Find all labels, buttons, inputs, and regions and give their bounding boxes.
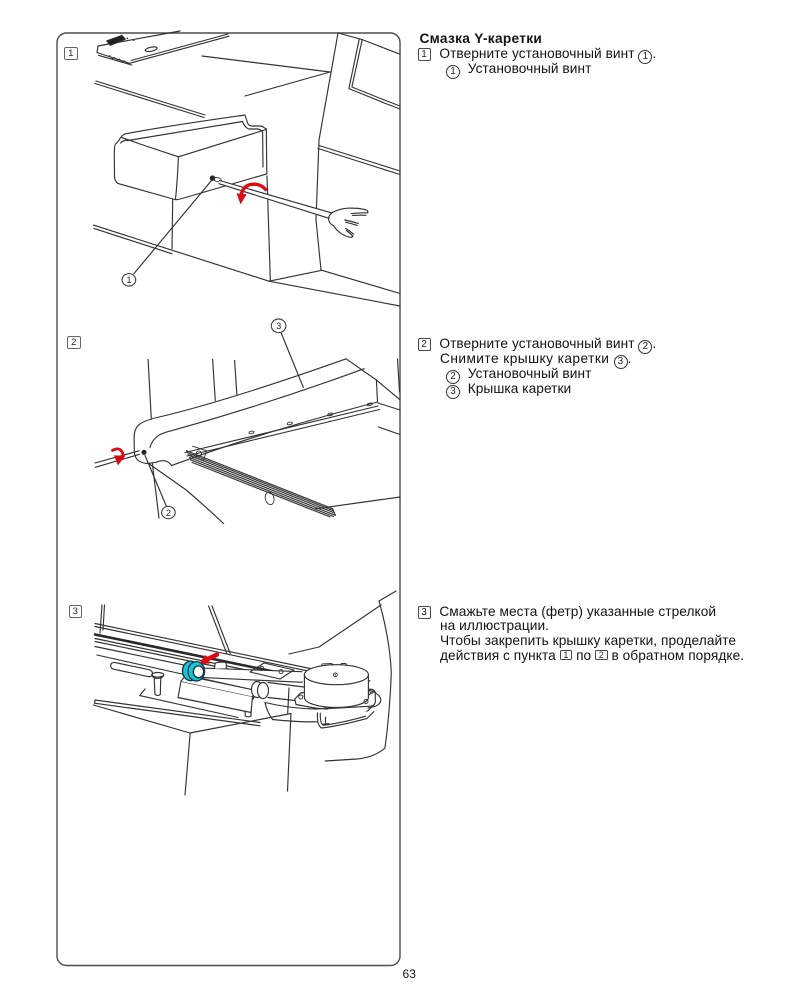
svg-text:1: 1 (126, 275, 131, 285)
svg-text:3: 3 (276, 321, 281, 331)
svg-text:2: 2 (166, 508, 171, 518)
